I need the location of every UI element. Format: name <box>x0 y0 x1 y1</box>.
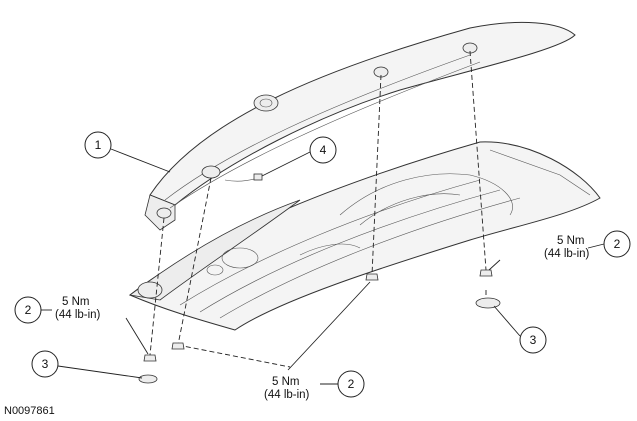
svg-text:5 Nm: 5 Nm <box>272 376 299 388</box>
spoiler-panel <box>144 21 576 231</box>
callout-leaders <box>40 148 605 385</box>
svg-text:2: 2 <box>25 303 32 317</box>
callout-3-right: 3 <box>519 326 547 354</box>
torque-bottom: 5 Nm (44 lb-in) <box>264 376 310 401</box>
callout-2-bottom: 2 <box>337 370 365 398</box>
nuts <box>143 269 493 362</box>
svg-text:3: 3 <box>530 333 537 347</box>
callout-3-left: 3 <box>31 350 59 378</box>
plugs <box>138 297 501 384</box>
callout-1: 1 <box>84 131 112 159</box>
torque-right: 5 Nm (44 lb-in) <box>544 235 590 260</box>
callout-4: 4 <box>309 136 337 164</box>
svg-text:5 Nm: 5 Nm <box>62 296 89 308</box>
alignment-lines <box>149 50 487 368</box>
deck-lid <box>129 141 601 331</box>
svg-text:(44 lb-in): (44 lb-in) <box>264 389 310 401</box>
callout-2-right: 2 <box>603 230 631 258</box>
torque-left: 5 Nm (44 lb-in) <box>55 296 101 321</box>
svg-text:1: 1 <box>95 138 102 152</box>
svg-text:3: 3 <box>42 357 49 371</box>
svg-text:4: 4 <box>320 143 327 157</box>
callout-2-left: 2 <box>14 296 42 324</box>
svg-text:(44 lb-in): (44 lb-in) <box>544 248 590 260</box>
svg-text:(44 lb-in): (44 lb-in) <box>55 309 101 321</box>
wiring-connector <box>224 173 263 182</box>
svg-text:5 Nm: 5 Nm <box>557 235 584 247</box>
figure-id: N0097861 <box>4 405 55 417</box>
svg-text:2: 2 <box>614 237 621 251</box>
svg-text:2: 2 <box>348 377 355 391</box>
